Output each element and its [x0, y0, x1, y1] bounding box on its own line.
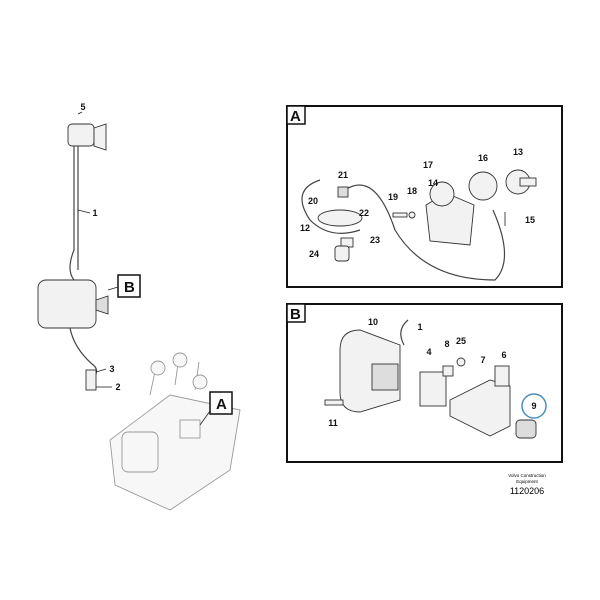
callout-19: 19: [388, 192, 398, 202]
callout-23: 23: [370, 235, 380, 245]
part-1-housing: [37, 279, 97, 329]
callout-10: 10: [368, 317, 378, 327]
callout-5: 5: [80, 102, 85, 112]
callout-8: 8: [444, 339, 449, 349]
callout-6: 6: [501, 350, 506, 360]
ref-box-a-label[interactable]: A: [216, 396, 227, 413]
callout-11: 11: [328, 418, 338, 428]
callout-20: 20: [308, 196, 318, 206]
callout-9: 9: [531, 401, 536, 411]
callout-1: 1: [92, 208, 97, 218]
part-2-connector: [85, 369, 97, 391]
callout-16: 16: [478, 153, 488, 163]
ref-box-a: [209, 391, 233, 415]
callout-24: 24: [309, 249, 319, 259]
highlight-circle: [521, 393, 547, 419]
detail-panel-a: A 21 17 16 13 14 19 18 20 22 12 23 24 15: [286, 105, 563, 288]
callout-3: 3: [109, 364, 114, 374]
callout-14: 14: [428, 178, 438, 188]
callout-21: 21: [338, 170, 348, 180]
panel-a-title: A: [290, 108, 301, 125]
overview-drawing: 5 1 3 2 B A: [37, 102, 241, 511]
part-5-lens: [93, 123, 107, 151]
callout-17: 17: [423, 160, 433, 170]
callout-25: 25: [456, 336, 466, 346]
company-line-1: Volvo Construction: [508, 473, 546, 478]
callout-2: 2: [115, 382, 120, 392]
part-5-lamp: [67, 123, 95, 147]
drawing-number: 1120206: [510, 486, 544, 496]
company-line-2: Equipment: [516, 479, 538, 484]
callout-7: 7: [480, 355, 485, 365]
ref-box-b: [117, 274, 141, 298]
callout-22: 22: [359, 208, 369, 218]
callout-12: 12: [300, 223, 310, 233]
ref-box-b-label[interactable]: B: [124, 279, 135, 296]
panel-b-title: B: [290, 306, 301, 323]
callout-15: 15: [525, 215, 535, 225]
callout-18: 18: [407, 186, 417, 196]
detail-panel-b: B 10 1 25 8 4 7 6 11 9: [286, 303, 563, 463]
callout-4: 4: [426, 347, 431, 357]
callout-1b: 1: [417, 322, 422, 332]
callout-13: 13: [513, 147, 523, 157]
